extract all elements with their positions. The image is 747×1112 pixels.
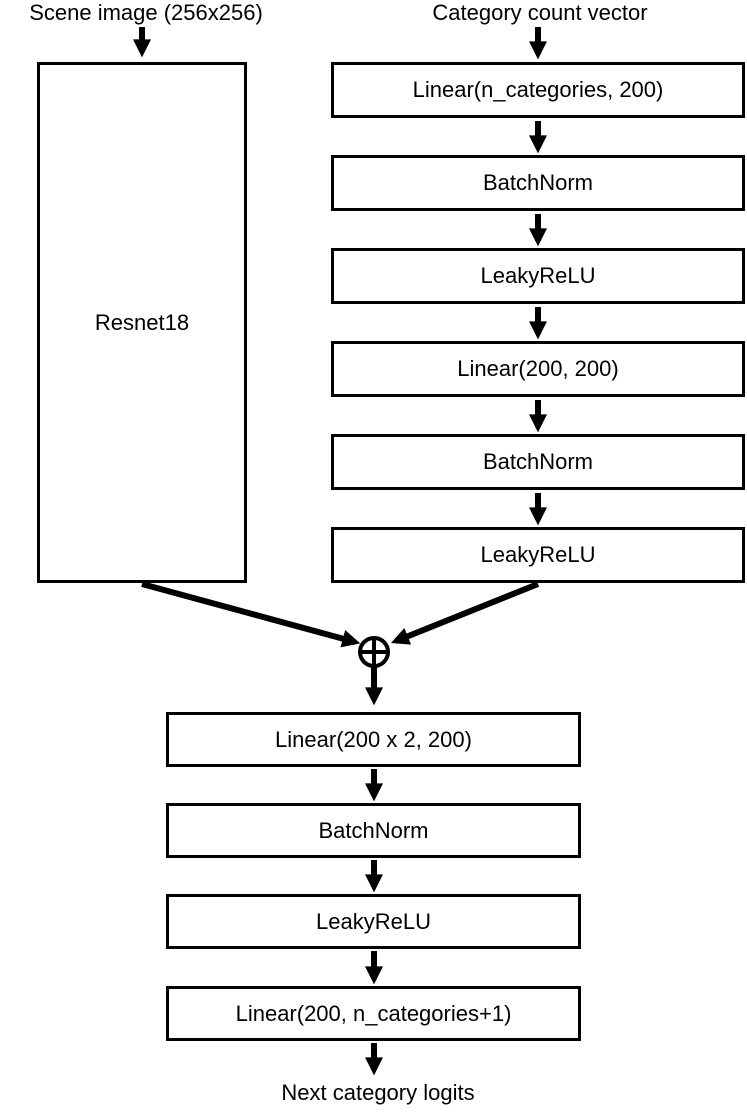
- category-branch-batchnorm1-box: BatchNorm: [331, 155, 745, 211]
- category-branch-leakyrelu2-label: LeakyReLU: [480, 542, 596, 567]
- category-branch-linear2-box: Linear(200, 200): [331, 341, 745, 397]
- head-linear1-box: Linear(200 x 2, 200): [166, 712, 581, 767]
- head-batchnorm-box: BatchNorm: [166, 803, 581, 858]
- head-leakyrelu-label: LeakyReLU: [316, 908, 431, 934]
- category-input-label: Category count vector: [432, 0, 648, 25]
- category-branch-leakyrelu1-label: LeakyReLU: [480, 263, 596, 288]
- category-branch-batchnorm2-box: BatchNorm: [331, 434, 745, 490]
- category-branch-leakyrelu1-box: LeakyReLU: [331, 248, 745, 304]
- head-leakyrelu-box: LeakyReLU: [166, 894, 581, 949]
- head-linear1-label: Linear(200 x 2, 200): [275, 726, 472, 752]
- category-branch-linear1-box: Linear(n_categories, 200): [331, 62, 745, 118]
- resnet18-box: Resnet18: [37, 62, 247, 583]
- head-linear2-label: Linear(200, n_categories+1): [235, 1000, 512, 1026]
- arrow-category-to-merge: [390, 581, 540, 645]
- resnet18-box-label: Resnet18: [94, 309, 190, 335]
- arrow-resnet-to-merge: [141, 581, 361, 648]
- category-branch-leakyrelu2-box: LeakyReLU: [331, 527, 745, 583]
- circled-plus-icon: [358, 636, 390, 668]
- category-branch-batchnorm1-label: BatchNorm: [482, 170, 594, 195]
- output-label: Next category logits: [281, 1080, 475, 1105]
- category-branch-linear2-label: Linear(200, 200): [457, 356, 619, 381]
- scene-input-label: Scene image (256x256): [29, 0, 263, 25]
- category-branch-batchnorm2-label: BatchNorm: [482, 449, 594, 474]
- category-branch-linear1-label: Linear(n_categories, 200): [412, 77, 664, 102]
- head-linear2-box: Linear(200, n_categories+1): [166, 986, 581, 1041]
- head-batchnorm-label: BatchNorm: [318, 817, 429, 843]
